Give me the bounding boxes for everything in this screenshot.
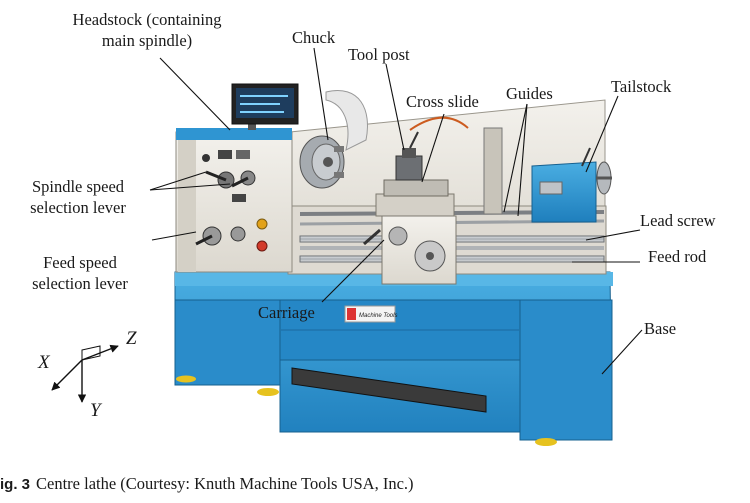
axis-y-label: Y <box>90 400 101 421</box>
leader-lead-screw <box>585 229 641 241</box>
leader-base <box>601 329 643 375</box>
label-lead-screw: Lead screw <box>640 211 716 230</box>
foot-3 <box>535 438 557 446</box>
caption-text: Centre lathe (Courtesy: Knuth Machine To… <box>36 474 414 493</box>
label-tool-post: Tool post <box>348 45 410 64</box>
brand-plate: Machine Tools <box>344 305 397 323</box>
label-guides: Guides <box>506 84 553 103</box>
label-spindle-line1: Spindle speed <box>31 177 125 196</box>
figure-caption: ig. 3 Centre lathe (Courtesy: Knuth Machi… <box>0 474 414 494</box>
leader-carriage <box>321 239 385 303</box>
axis-x-arrow <box>51 359 83 391</box>
tailstock <box>531 147 612 223</box>
dro-monitor <box>231 83 299 130</box>
leader-feed-speed <box>151 231 197 241</box>
leader-guides-1 <box>503 103 528 213</box>
feed-lever <box>195 234 213 246</box>
leader-spindle-2 <box>149 183 231 191</box>
brand-plate-text: Machine Tools <box>359 313 397 319</box>
axis-x-label: X <box>38 352 50 373</box>
chuck-guard <box>325 90 368 151</box>
leader-guides-2 <box>517 103 528 217</box>
leader-headstock <box>159 57 231 131</box>
label-feed-line1: Feed speed <box>43 253 117 272</box>
headstock <box>175 128 293 273</box>
label-spindle-speed: Spindle speed selection lever <box>8 176 148 218</box>
leader-spindle-1 <box>149 171 207 191</box>
label-feed-line2: selection lever <box>32 274 128 293</box>
base-cabinet <box>174 271 613 441</box>
figure-number: ig. 3 <box>0 476 31 493</box>
leader-tool-post <box>385 63 405 151</box>
label-base: Base <box>644 319 677 338</box>
tool-post <box>395 131 423 181</box>
chip-tray <box>291 367 487 413</box>
label-tailstock: Tailstock <box>611 77 672 96</box>
leader-lines <box>149 47 643 375</box>
steady-rest <box>483 127 503 215</box>
cross-slide <box>383 179 449 197</box>
spindle-lever-1 <box>205 170 227 182</box>
chuck <box>299 135 345 189</box>
leader-chuck <box>313 47 329 141</box>
label-cross-slide: Cross slide <box>406 92 479 111</box>
axis-triad <box>51 344 119 403</box>
coolant-hose <box>409 116 469 131</box>
spindle-lever-2 <box>231 176 249 188</box>
label-spindle-line2: selection lever <box>30 198 126 217</box>
carriage <box>363 193 457 285</box>
leader-tailstock <box>585 95 619 173</box>
axis-z-label: Z <box>126 328 137 349</box>
foot-1 <box>176 375 196 383</box>
label-feed-rod: Feed rod <box>648 247 707 266</box>
label-carriage: Carriage <box>258 303 315 322</box>
label-headstock-line1: Headstock (containing <box>72 10 222 29</box>
label-headstock: Headstock (containing main spindle) <box>52 9 242 51</box>
label-headstock-line2: main spindle) <box>101 31 193 50</box>
label-feed-speed: Feed speed selection lever <box>10 252 150 294</box>
axis-box <box>81 345 101 361</box>
foot-2 <box>257 388 279 396</box>
label-chuck: Chuck <box>292 28 336 47</box>
leader-cross-slide <box>421 113 445 183</box>
